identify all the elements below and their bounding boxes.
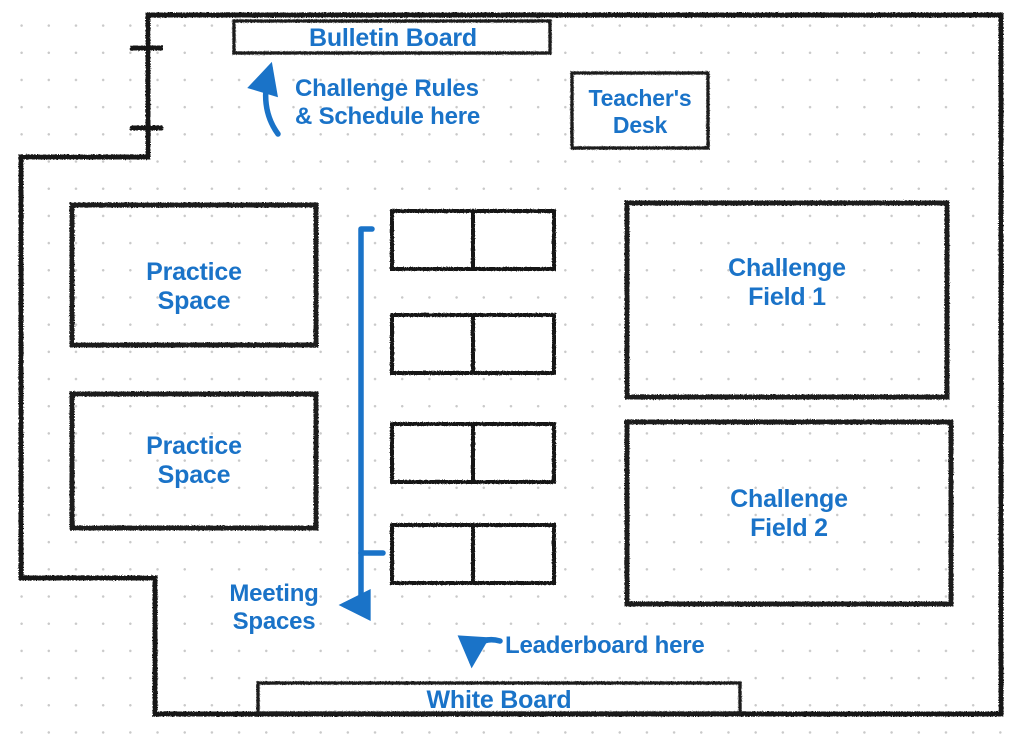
challenge-rules-arrow — [247, 61, 281, 137]
table-pair-2 — [390, 313, 556, 375]
practice-space-1-box — [69, 202, 319, 348]
challenge-field-1-box — [624, 200, 950, 400]
meeting-spaces-bracket — [338, 226, 375, 622]
bulletin-board-box — [232, 19, 552, 55]
meeting-tables — [390, 209, 556, 585]
table-pair-3 — [390, 422, 556, 484]
leaderboard-arrow — [457, 635, 503, 669]
fixture-outlines — [232, 19, 742, 715]
annotation-arrows — [247, 61, 503, 669]
challenge-field-2-box — [624, 419, 954, 607]
room-outlines — [69, 200, 954, 607]
white-board-box — [256, 681, 742, 715]
table-pair-4 — [390, 523, 556, 585]
teachers-desk-box — [570, 71, 710, 150]
door-jamb-marks — [130, 45, 163, 131]
practice-space-2-box — [69, 391, 319, 531]
table-pair-1 — [390, 209, 556, 271]
